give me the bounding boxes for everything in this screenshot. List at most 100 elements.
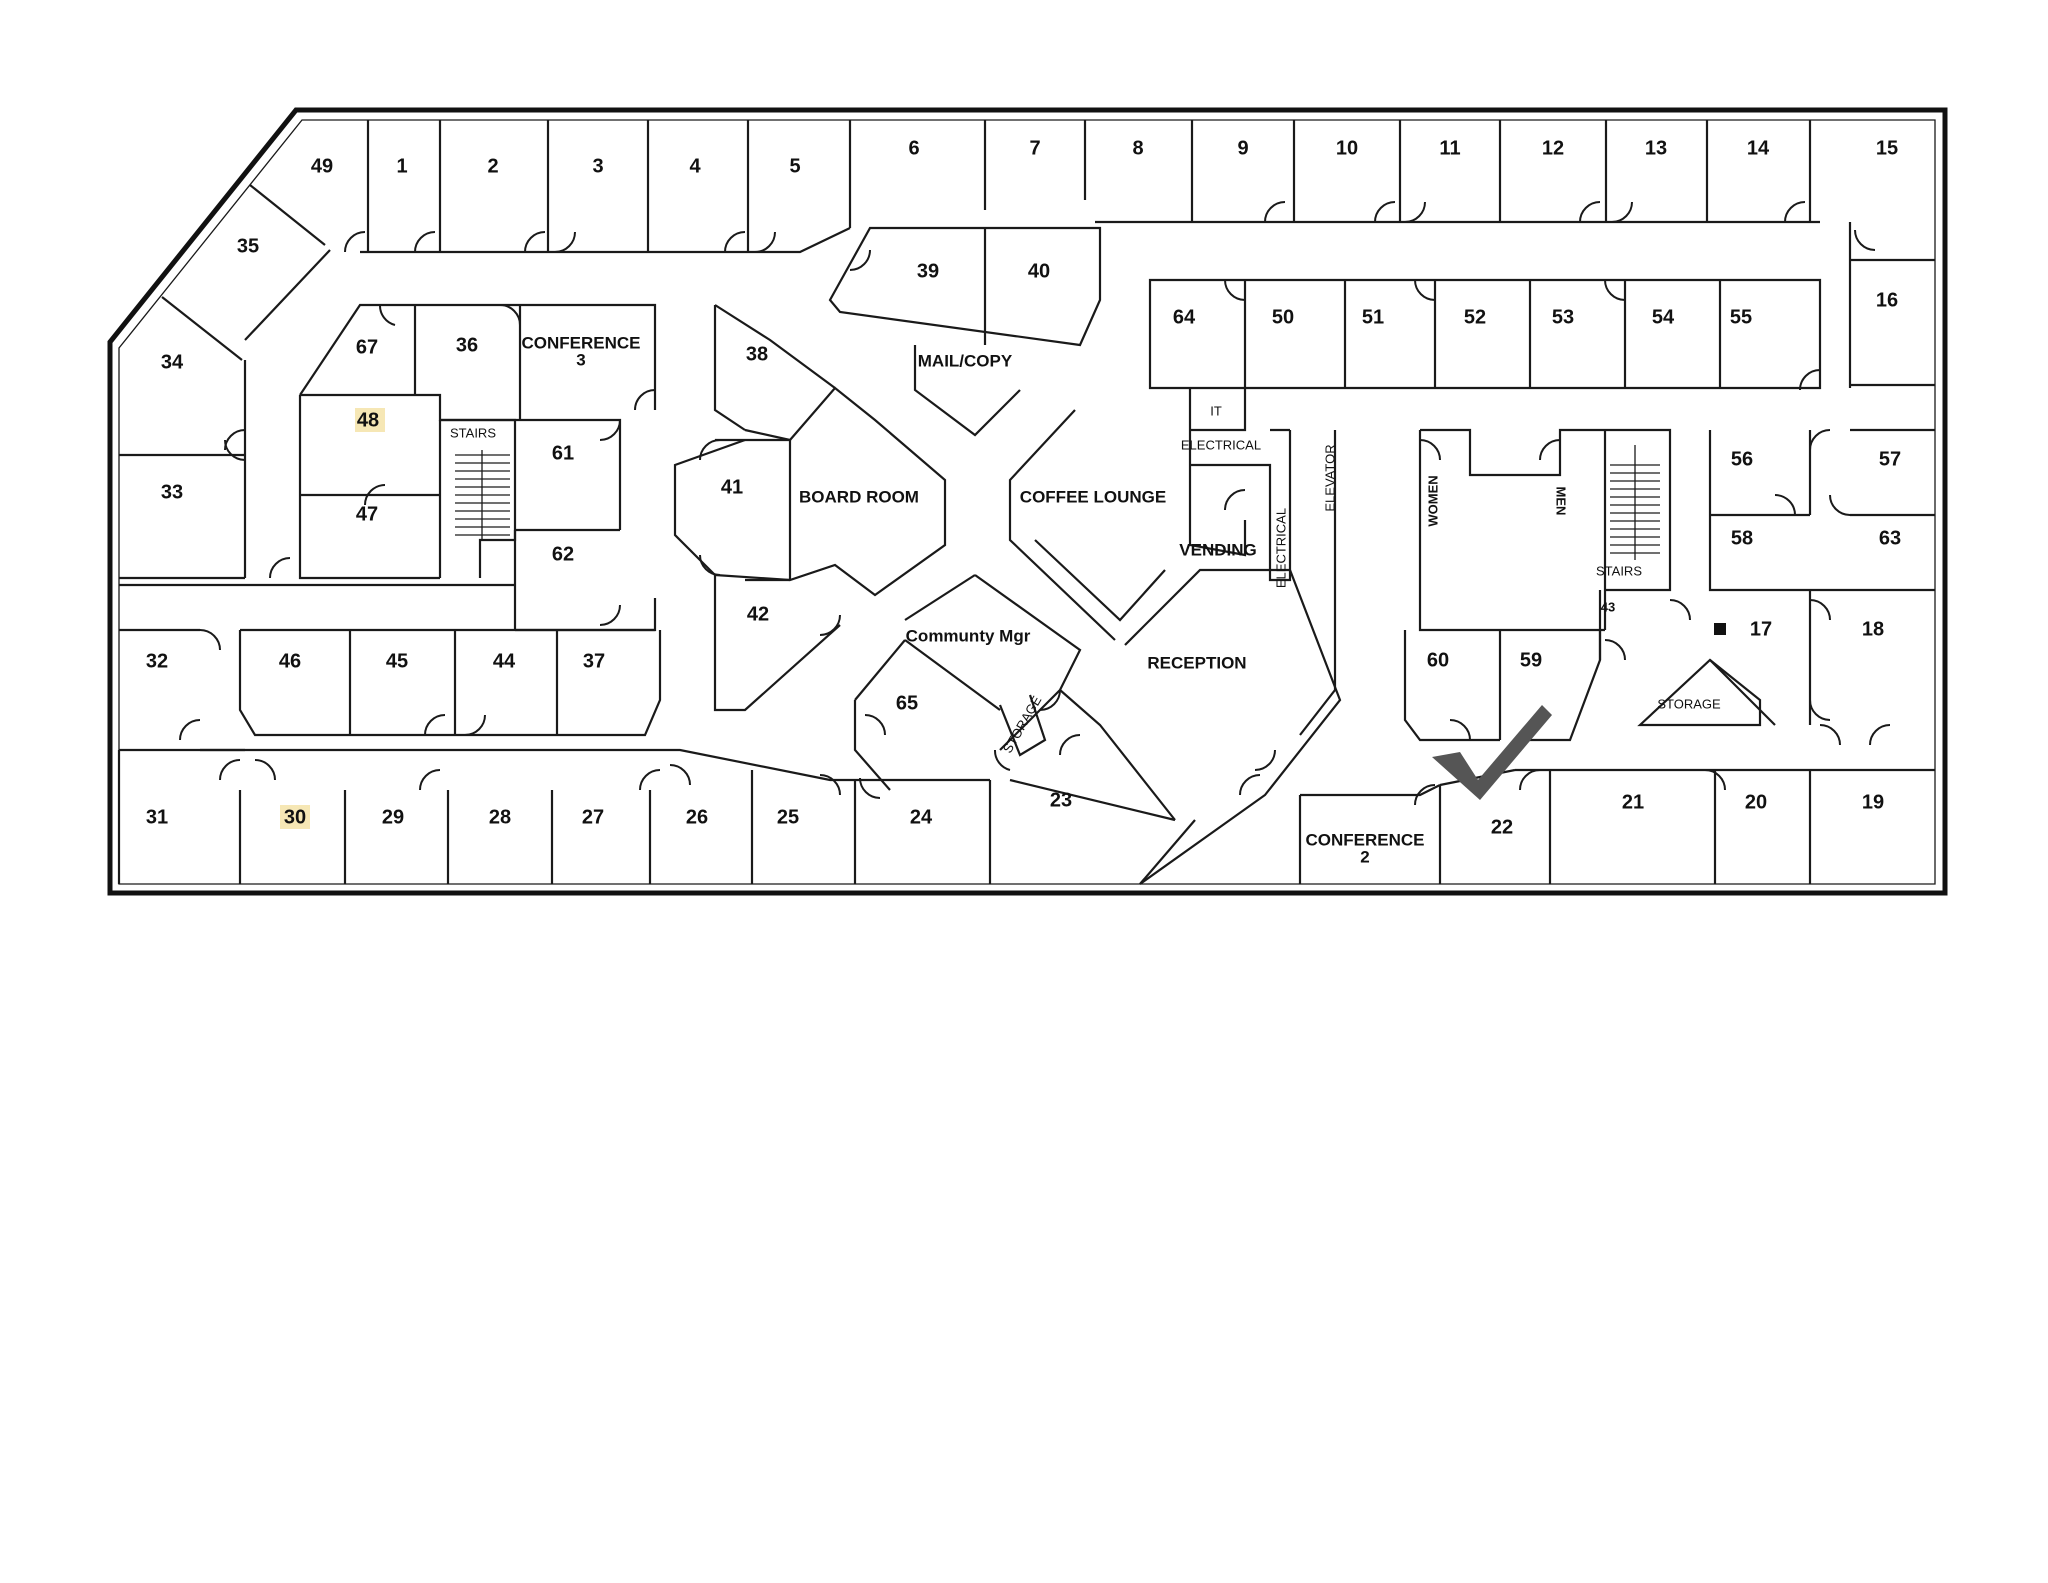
room-16-label: 16 — [1876, 289, 1898, 311]
room-6-label: 6 — [908, 137, 919, 159]
room-54-label: 54 — [1652, 306, 1675, 328]
room-20-label: 20 — [1745, 791, 1767, 813]
room-60-label: 60 — [1427, 649, 1449, 671]
room-55-label: 55 — [1730, 306, 1752, 328]
room-62-label: 62 — [552, 543, 574, 565]
room-49-label: 49 — [311, 155, 333, 177]
room-17-label: 17 — [1750, 618, 1772, 640]
room-29-label: 29 — [382, 806, 404, 828]
room-4-label: 4 — [689, 155, 701, 177]
room-18-label: 18 — [1862, 618, 1884, 640]
electrical-v-label: ELECTRICAL — [1273, 508, 1288, 588]
room-26-label: 26 — [686, 806, 708, 828]
room-47-label: 47 — [356, 503, 378, 525]
room-65-label: 65 — [896, 692, 918, 714]
room-23-label: 23 — [1050, 789, 1072, 811]
room-57-label: 57 — [1879, 448, 1901, 470]
room-3-label: 3 — [592, 155, 603, 177]
room-42-label: 42 — [747, 603, 769, 625]
room-35-label: 35 — [237, 235, 259, 257]
room-53-label: 53 — [1552, 306, 1574, 328]
it-label: IT — [1210, 403, 1222, 418]
mail-copy-label: MAIL/COPY — [918, 351, 1013, 370]
storage-right-label: STORAGE — [1657, 696, 1721, 711]
top-row-walls — [249, 120, 1820, 254]
room-8-label: 8 — [1132, 137, 1143, 159]
highlight-room-30 — [280, 805, 310, 829]
room-9-label: 9 — [1237, 137, 1248, 159]
building-outline-inner — [118, 119, 1936, 885]
room-30-label: 30 — [284, 806, 306, 828]
conference-2-label-line1: CONFERENCE — [1305, 830, 1424, 849]
top-doors — [344, 201, 1806, 253]
vending-label: VENDING — [1179, 540, 1256, 559]
room-45-label: 45 — [386, 650, 408, 672]
checkmark-icon — [1432, 705, 1552, 800]
room-34-label: 34 — [161, 351, 184, 373]
room-38-label: 38 — [746, 343, 768, 365]
room-7-label: 7 — [1029, 137, 1040, 159]
room-40-label: 40 — [1028, 260, 1050, 282]
room-67-label: 67 — [356, 336, 378, 358]
room-27-label: 27 — [582, 806, 604, 828]
center-doors — [699, 249, 1276, 796]
room-52-label: 52 — [1464, 306, 1486, 328]
room-14-label: 14 — [1747, 137, 1770, 159]
room-5-label: 5 — [789, 155, 800, 177]
building-outline — [107, 107, 1948, 896]
storage-left-label: STORAGE — [1000, 693, 1045, 756]
room-32-label: 32 — [146, 650, 168, 672]
room-22-label: 22 — [1491, 816, 1513, 838]
right-center-doors — [1224, 279, 1821, 741]
room-17-marker — [1714, 623, 1726, 635]
left-walls — [117, 249, 992, 884]
board-room-label: BOARD ROOM — [799, 487, 919, 506]
stairs-left-label: STAIRS — [450, 425, 496, 440]
room-41-label: 41 — [721, 476, 743, 498]
right-doors — [1414, 229, 1891, 806]
men-label: MEN — [1554, 487, 1569, 516]
left-doors — [179, 304, 881, 799]
elevator-label: ELEVATOR — [1322, 444, 1337, 511]
stairs-right-treads — [1610, 445, 1660, 560]
room-58-label: 58 — [1731, 527, 1753, 549]
room-46-label: 46 — [279, 650, 301, 672]
stairs-left-treads — [455, 450, 510, 540]
conference-2-label-line2: 2 — [1360, 847, 1369, 866]
room-39-label: 39 — [917, 260, 939, 282]
room-44-label: 44 — [493, 650, 516, 672]
conference-3-label-line1: CONFERENCE — [521, 333, 640, 352]
coffee-lounge-label: COFFEE LOUNGE — [1020, 487, 1166, 506]
room-51-label: 51 — [1362, 306, 1384, 328]
room-50-label: 50 — [1272, 306, 1294, 328]
community-mgr-label: Communty Mgr — [906, 626, 1031, 645]
room-10-label: 10 — [1336, 137, 1358, 159]
electrical-h-label: ELECTRICAL — [1181, 437, 1261, 452]
room-2-label: 2 — [487, 155, 498, 177]
center-walls — [673, 226, 1342, 885]
stairs-right-label: STAIRS — [1596, 563, 1642, 578]
room-33-label: 33 — [161, 481, 183, 503]
conference-3-label-line2: 3 — [576, 350, 585, 369]
women-label: WOMEN — [1425, 475, 1440, 526]
room-61-label: 61 — [552, 442, 574, 464]
room-12-label: 12 — [1542, 137, 1564, 159]
room-56-label: 56 — [1731, 448, 1753, 470]
room-13-label: 13 — [1645, 137, 1667, 159]
room-25-label: 25 — [777, 806, 799, 828]
room-21-label: 21 — [1622, 791, 1644, 813]
right-center-walls — [1148, 278, 1822, 742]
room-1-label: 1 — [396, 155, 407, 177]
room-15-label: 15 — [1876, 137, 1898, 159]
room-36-label: 36 — [456, 334, 478, 356]
room-48-label: 48 — [357, 409, 379, 431]
room-28-label: 28 — [489, 806, 511, 828]
room-64-label: 64 — [1173, 306, 1196, 328]
room-19-label: 19 — [1862, 791, 1884, 813]
room-37-label: 37 — [583, 650, 605, 672]
highlight-room-48 — [355, 408, 385, 432]
reception-label: RECEPTION — [1147, 653, 1246, 672]
room-24-label: 24 — [910, 806, 933, 828]
room-63-label: 63 — [1879, 527, 1901, 549]
